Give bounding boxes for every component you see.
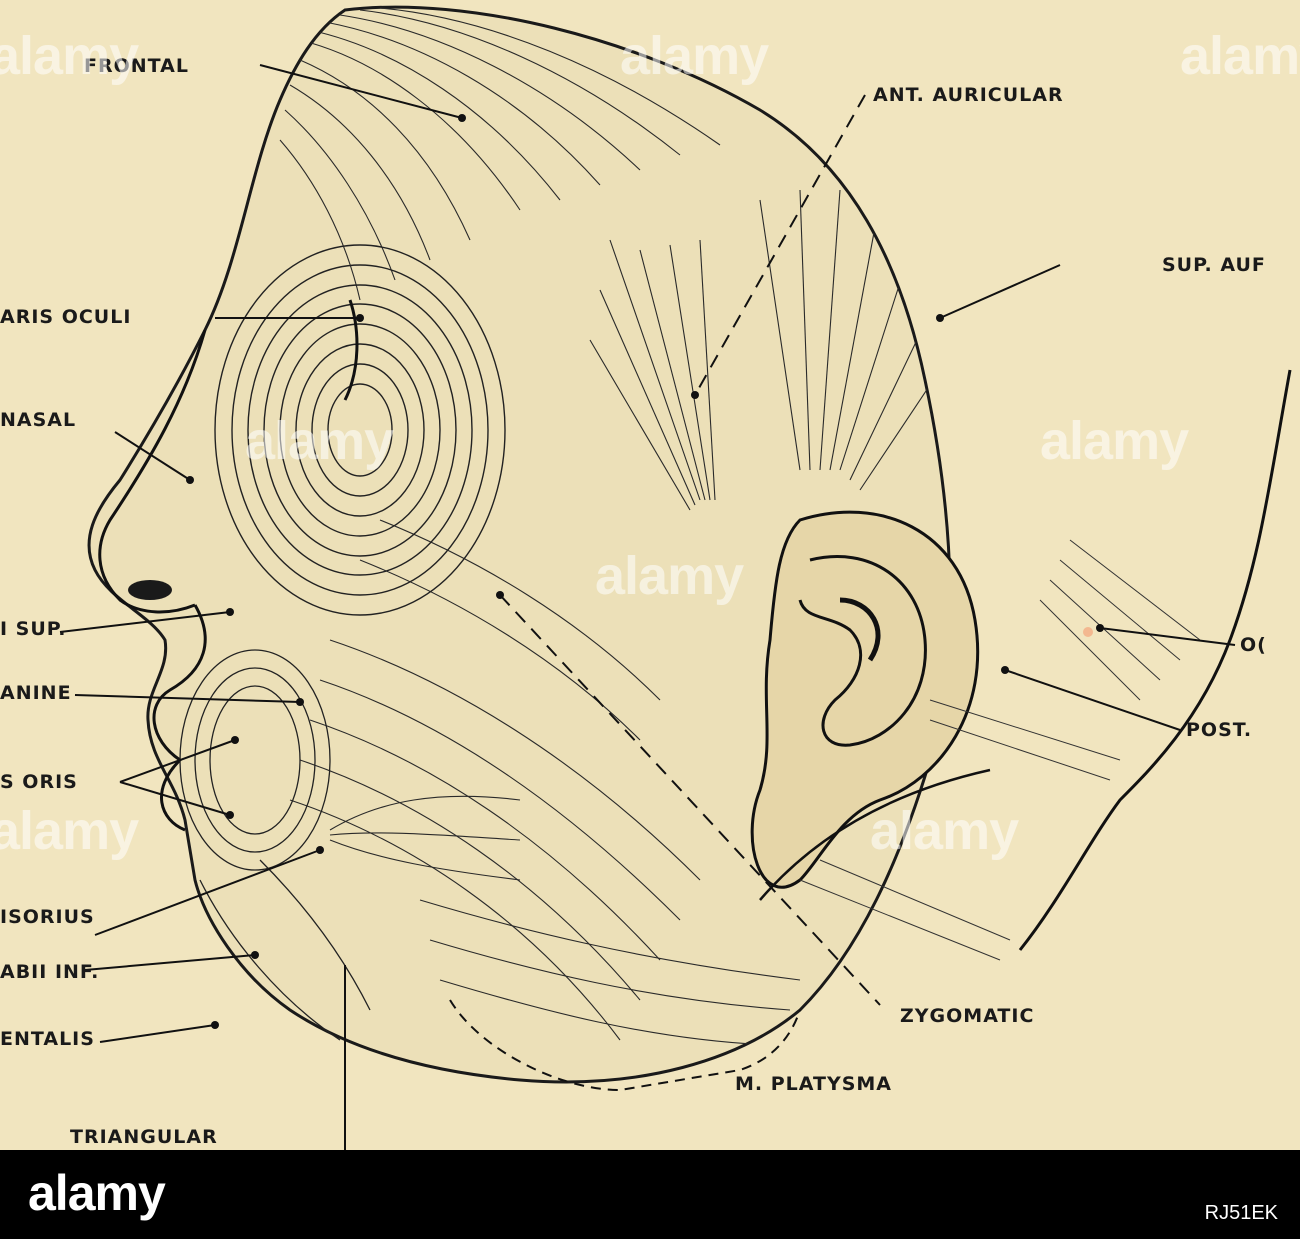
watermark: alamy [0,801,139,861]
facial-muscles-illustration [59,5,1292,1150]
label-orbicularis-oris: S ORIS [0,771,78,793]
watermark: alamy [595,546,744,606]
watermark: alamy [1040,411,1189,471]
label-occipital: O( [1240,634,1267,656]
label-sup-auricular: SUP. AUF [1162,254,1266,276]
label-zygomatic: ZYGOMATIC [900,1005,1035,1027]
label-post-auricular: POST. [1186,719,1253,741]
label-triangular: TRIANGULAR [70,1126,218,1148]
label-mentalis: ENTALIS [0,1028,95,1050]
watermark: alamy [0,26,139,86]
alamy-logo[interactable]: alamy [28,1165,166,1221]
label-frontal: FRONTAL [84,55,189,77]
label-risorius: ISORIUS [0,906,95,928]
label-canine: ANINE [0,682,72,704]
watermark: alamy [245,411,394,471]
label-nasal: NASAL [0,409,77,431]
watermark: alamy [620,26,769,86]
label-orbicularis-oculi: ARIS OCULI [0,306,132,328]
image-id-label: RJ51EK [1204,1202,1278,1224]
ear-illustration [750,510,980,889]
watermark: alamy [870,801,1019,861]
footer-bar: alamy RJ51EK [0,1150,1300,1239]
label-ant-auricular: ANT. AURICULAR [873,84,1064,106]
anatomy-plate: FRONTAL ANT. AURICULAR SUP. AUF ARIS OCU… [0,0,1300,1150]
label-quadratus-labii-inf: ABII INF. [0,961,100,983]
watermark: alamy [1180,26,1300,86]
label-quadratus-labii-sup: I SUP. [0,618,67,640]
label-platysma: M. PLATYSMA [735,1073,893,1095]
